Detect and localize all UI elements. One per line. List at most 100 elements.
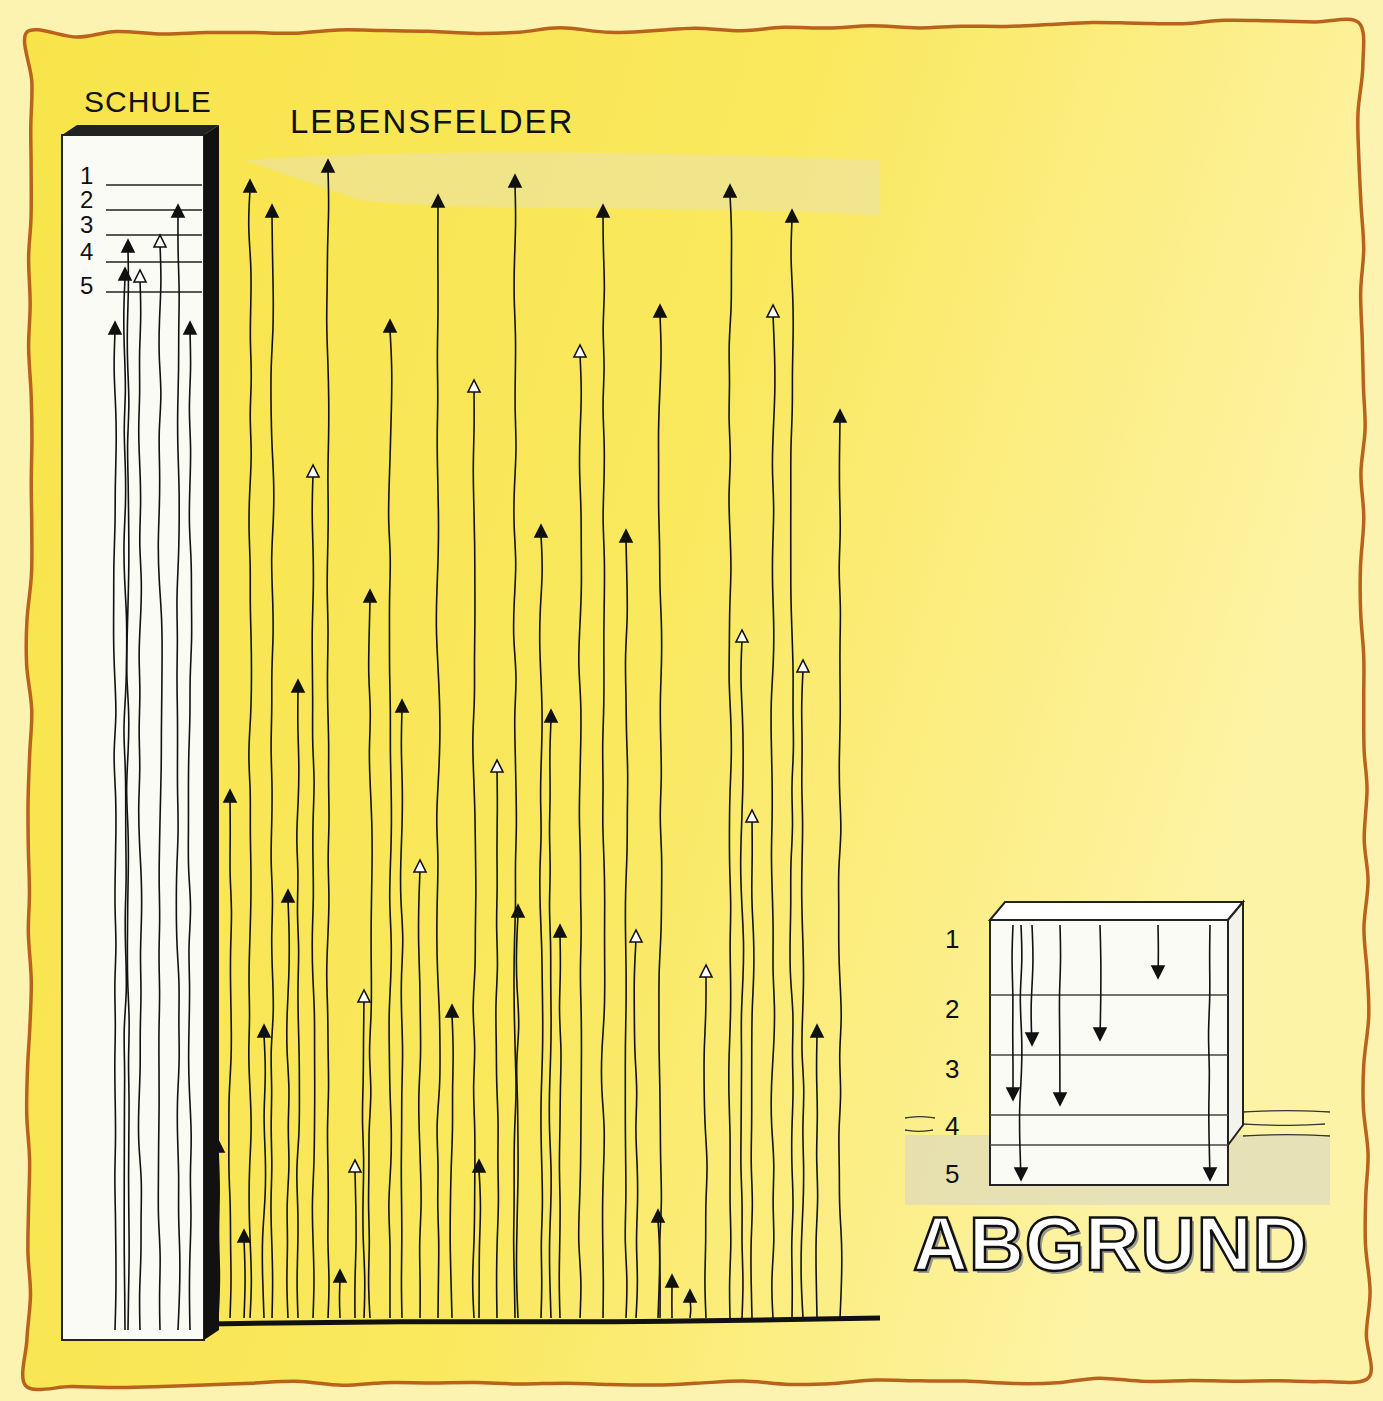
arrow-head <box>767 305 779 317</box>
arrow-line <box>729 195 732 1318</box>
arrow-head <box>512 905 524 917</box>
arrow-line <box>839 420 842 1318</box>
arrow-line <box>549 720 551 1318</box>
block-side <box>204 125 219 1340</box>
arrow-head <box>446 1005 458 1017</box>
level-line <box>990 1144 1228 1145</box>
level-line <box>990 1054 1228 1055</box>
ground-hatch <box>905 1130 933 1131</box>
arrow-line <box>1059 925 1060 1105</box>
arrow-head <box>1152 966 1164 978</box>
arrow-line <box>176 215 180 1330</box>
pit-box <box>990 920 1228 1185</box>
level-number: 3 <box>945 1055 959 1084</box>
arrow-line <box>188 332 191 1330</box>
school-block: SCHULE12345 <box>62 85 227 1347</box>
arrow-line <box>496 770 499 1318</box>
arrow-line <box>1020 925 1022 1180</box>
arrow-line <box>751 820 754 1318</box>
arrow-head <box>797 660 809 672</box>
arrow-line <box>262 1035 265 1318</box>
arrow-line <box>1099 925 1101 1040</box>
abyss-box: 12345ABGRUND <box>905 880 1325 1300</box>
arrow-head <box>322 160 334 172</box>
arrow-head <box>432 195 444 207</box>
school-arrows <box>109 205 196 1330</box>
arrow-line <box>389 330 392 1318</box>
arrow-head <box>1094 1028 1106 1040</box>
arrow-line <box>514 185 517 1318</box>
level-number: 2 <box>945 995 959 1024</box>
ground-hatch <box>1243 1124 1325 1125</box>
arrow-head <box>1204 1168 1216 1180</box>
arrow-line <box>362 1000 364 1318</box>
arrow-head <box>258 1025 270 1037</box>
arrow-head <box>834 410 846 422</box>
arrow-head <box>349 1160 361 1172</box>
arrow-head <box>244 180 256 192</box>
level-number: 4 <box>945 1112 959 1141</box>
arrow-line <box>741 640 744 1318</box>
school-block <box>62 135 204 1340</box>
arrow-line <box>540 535 543 1318</box>
arrow-head <box>654 305 666 317</box>
arrow-head <box>292 680 304 692</box>
arrow-line <box>271 215 274 1318</box>
arrow-head <box>811 1025 823 1037</box>
arrow-head <box>172 205 184 217</box>
arrow-line <box>1031 925 1033 1045</box>
arrow-line <box>450 1015 453 1318</box>
arrow-line <box>625 540 627 1318</box>
arrow-head <box>736 630 748 642</box>
arrow-head <box>509 175 521 187</box>
level-number: 1 <box>80 163 93 189</box>
falling-arrows <box>1007 925 1216 1180</box>
arrow-head <box>700 965 712 977</box>
arrow-head <box>358 990 370 1002</box>
arrow-head <box>134 270 146 282</box>
arrow-line <box>229 800 232 1318</box>
arrow-head <box>473 1160 485 1172</box>
arrow-line <box>658 1220 660 1318</box>
arrow-head <box>1026 1033 1038 1045</box>
arrow-head <box>238 1230 250 1242</box>
arrow-line <box>671 1285 673 1318</box>
level-number: 2 <box>80 187 93 213</box>
arrow-head <box>684 1290 696 1302</box>
arrow-head <box>266 205 278 217</box>
arrow-head <box>574 345 586 357</box>
arrow-head <box>184 322 196 334</box>
arrow-line <box>249 190 252 1318</box>
arrow-head <box>468 380 480 392</box>
ground-hatch <box>1243 1135 1330 1136</box>
arrow-line <box>801 670 804 1318</box>
arrow-head <box>554 925 566 937</box>
level-number: 1 <box>945 925 959 954</box>
grade-line <box>106 209 202 210</box>
arrow-head <box>282 890 294 902</box>
arrow-head <box>334 1270 346 1282</box>
arrow-head <box>119 268 131 280</box>
block-heading: SCHULE <box>84 85 212 118</box>
arrow-head <box>364 590 376 602</box>
arrow-line <box>790 220 793 1318</box>
ground-line <box>208 1318 880 1324</box>
arrow-line <box>339 1280 341 1318</box>
arrow-line <box>158 245 162 1330</box>
pit-side <box>1228 902 1243 1145</box>
arrow-line <box>436 205 440 1318</box>
arrow-line <box>816 1035 818 1318</box>
arrow-head <box>746 810 758 822</box>
level-line <box>990 994 1228 995</box>
arrow-head <box>1015 1168 1027 1180</box>
arrow-head <box>786 210 798 222</box>
arrow-line <box>601 215 604 1318</box>
arrow-head <box>396 700 408 712</box>
arrow-line <box>327 170 329 1318</box>
level-number: 5 <box>80 273 93 299</box>
arrow-head <box>384 320 396 332</box>
arrow-line <box>355 1170 356 1318</box>
arrow-head <box>535 525 547 537</box>
ground-hatch <box>1243 1111 1330 1112</box>
